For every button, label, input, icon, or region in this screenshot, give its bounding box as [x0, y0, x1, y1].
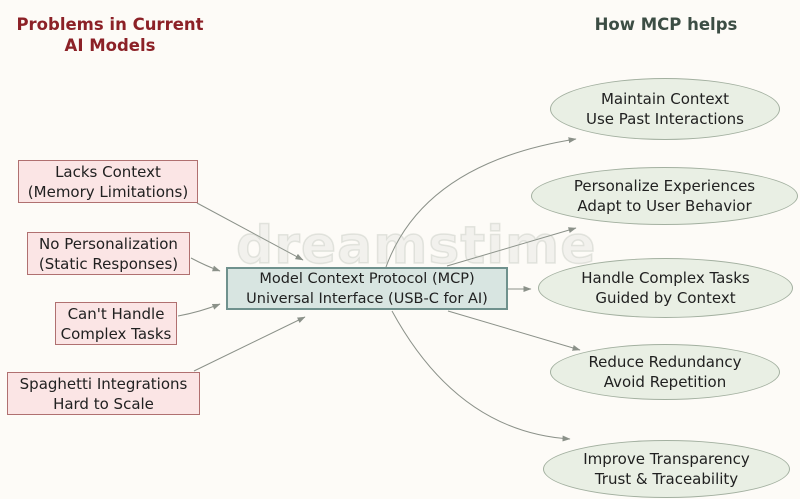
- benefit-ellipse-reduce-redundancy-line2: Avoid Repetition: [603, 373, 727, 391]
- mcp-center-node-line1: Model Context Protocol (MCP): [259, 270, 475, 287]
- problem-box-spaghetti-integrations: Spaghetti Integrations Hard to Scale: [7, 372, 200, 415]
- mcp-center-node-line2: Universal Interface (USB-C for AI): [246, 290, 488, 307]
- benefit-ellipse-personalize-experiences-line1: Personalize Experiences: [573, 177, 756, 195]
- problem-box-cant-handle-line2: Complex Tasks: [60, 324, 172, 343]
- problem-box-cant-handle: Can't Handle Complex Tasks: [55, 302, 177, 345]
- edge-mcp-to-improve-transparency: [391, 310, 571, 442]
- benefit-ellipse-handle-complex-tasks-line1: Handle Complex Tasks: [581, 269, 750, 287]
- problem-box-no-personalization-line2: (Static Responses): [38, 254, 179, 273]
- problems-title-line1: Problems in Current: [16, 15, 204, 34]
- problem-box-no-personalization-line1: No Personalization: [39, 234, 178, 253]
- edge-mcp-to-reduce-redundancy: [447, 310, 581, 351]
- problem-box-lacks-context-line2: (Memory Limitations): [27, 182, 189, 201]
- benefit-ellipse-handle-complex-tasks-line2: Guided by Context: [595, 289, 736, 307]
- edge-mcp-to-maintain-context: [385, 137, 577, 268]
- problem-box-lacks-context-line1: Lacks Context: [55, 162, 161, 181]
- problem-box-cant-handle-line1: Can't Handle: [67, 304, 165, 323]
- helps-title: How MCP helps: [594, 15, 738, 34]
- edge-lacks-context-to-mcp: [196, 202, 304, 261]
- edge-no-personalization-to-mcp: [190, 257, 221, 272]
- mcp-center-node: Model Context Protocol (MCP) Universal I…: [226, 267, 508, 310]
- benefit-ellipse-maintain-context: Maintain Context Use Past Interactions: [550, 78, 780, 140]
- benefit-ellipse-improve-transparency: Improve Transparency Trust & Traceabilit…: [543, 440, 790, 498]
- edge-cant-handle-to-mcp: [177, 303, 221, 317]
- benefit-ellipse-improve-transparency-line1: Improve Transparency: [583, 450, 750, 468]
- benefit-ellipse-maintain-context-line1: Maintain Context: [600, 90, 730, 108]
- benefit-ellipse-personalize-experiences: Personalize Experiences Adapt to User Be…: [531, 167, 798, 225]
- problem-box-lacks-context: Lacks Context (Memory Limitations): [18, 160, 198, 203]
- benefit-ellipse-personalize-experiences-line2: Adapt to User Behavior: [577, 197, 752, 215]
- benefit-ellipse-reduce-redundancy-line1: Reduce Redundancy: [588, 353, 742, 371]
- benefit-ellipse-improve-transparency-line2: Trust & Traceability: [594, 470, 739, 488]
- benefit-ellipse-handle-complex-tasks: Handle Complex Tasks Guided by Context: [538, 258, 793, 318]
- problem-box-spaghetti-integrations-line2: Hard to Scale: [53, 394, 154, 413]
- problem-box-spaghetti-integrations-line1: Spaghetti Integrations: [19, 374, 188, 393]
- benefit-ellipse-reduce-redundancy: Reduce Redundancy Avoid Repetition: [550, 344, 780, 400]
- edge-spaghetti-to-mcp: [193, 316, 306, 372]
- problems-title: Problems in Current AI Models: [4, 14, 216, 56]
- edge-mcp-to-personalize: [446, 227, 577, 267]
- problem-box-no-personalization: No Personalization (Static Responses): [27, 232, 190, 275]
- benefit-ellipse-maintain-context-line2: Use Past Interactions: [585, 110, 744, 128]
- problems-title-line2: AI Models: [64, 36, 156, 55]
